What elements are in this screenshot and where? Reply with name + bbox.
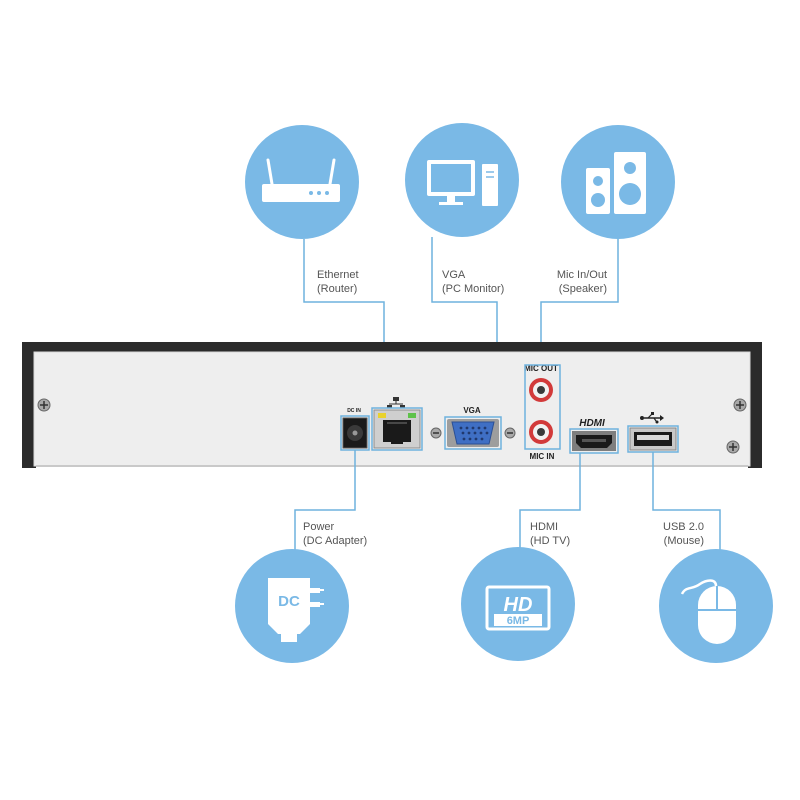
dc-badge-text: DC	[278, 593, 300, 610]
hd-tv-icon: HD 6MP	[485, 585, 551, 631]
vga-highlight	[444, 416, 502, 450]
mouse-icon	[680, 579, 736, 644]
usb-callout-label: USB 2.0	[663, 521, 704, 533]
ethernet-bubble	[245, 125, 359, 239]
left-screw	[37, 398, 51, 412]
mic-callout-sublabel: (Speaker)	[559, 283, 607, 295]
ethernet-highlight	[371, 407, 423, 451]
hdmi-highlight	[569, 428, 619, 454]
panel-left-frame	[22, 342, 36, 468]
network-icon	[387, 397, 405, 408]
vga-port-label: VGA	[463, 406, 481, 415]
speaker-icon	[586, 152, 646, 214]
vga-left-screw	[430, 427, 442, 439]
ethernet-port[interactable]	[373, 409, 421, 449]
hdmi-bubble-circle	[461, 547, 575, 661]
power-bubble: DC	[235, 549, 349, 663]
hdmi-port-label: HDMI	[579, 418, 605, 429]
vga-right-screw	[504, 427, 516, 439]
power-callout-sublabel: (DC Adapter)	[303, 535, 367, 547]
usb-symbol-icon	[640, 412, 664, 424]
mic-out-jack[interactable]	[529, 378, 553, 402]
6mp-badge-text: 6MP	[507, 615, 530, 627]
vga-bubble	[405, 123, 519, 237]
hdmi-port[interactable]	[572, 431, 616, 451]
ethernet-bubble-circle	[245, 125, 359, 239]
hdmi-callout-sublabel: (HD TV)	[530, 535, 570, 547]
usb-callout-sublabel: (Mouse)	[664, 535, 704, 547]
vga-port[interactable]	[447, 419, 499, 447]
panel-right-frame	[748, 342, 762, 468]
mic-callout-label: Mic In/Out	[557, 269, 607, 281]
power-callout-label: Power	[303, 521, 335, 533]
hd-badge-text: HD	[504, 594, 533, 616]
pc-monitor-icon	[427, 160, 498, 206]
ethernet-activity-led	[408, 413, 416, 418]
router-icon	[262, 158, 340, 202]
mic-out-label: MIC OUT	[524, 364, 558, 373]
usb-bubble	[659, 549, 773, 663]
ground-screw	[726, 440, 740, 454]
mic-in-label: MIC IN	[530, 452, 555, 461]
ethernet-sublabel: (Router)	[317, 283, 357, 295]
mic-bubble	[561, 125, 675, 239]
mic-highlight	[524, 364, 561, 450]
power-leader-line	[294, 450, 356, 568]
usb-port[interactable]	[629, 427, 677, 451]
ethernet-link-led	[378, 413, 386, 418]
hdmi-callout-label: HDMI	[530, 521, 558, 533]
ethernet-label: Ethernet	[317, 269, 359, 281]
vga-callout-sublabel: (PC Monitor)	[442, 283, 504, 295]
hdmi-bubble: HD 6MP	[461, 547, 575, 661]
mic-leader-line	[540, 239, 619, 365]
right-screw	[733, 398, 747, 412]
dc-adapter-icon: DC	[268, 578, 324, 642]
dc-in-label: DC IN	[347, 408, 361, 414]
dc-in-port[interactable]	[342, 417, 368, 449]
vga-callout-label: VGA	[442, 269, 466, 281]
panel-top-lip	[22, 342, 760, 354]
hdmi-leader-line	[519, 453, 581, 568]
usb-leader-line	[652, 452, 721, 568]
nvr-rear-panel: DC IN VGA	[22, 342, 762, 468]
mic-in-jack[interactable]	[529, 420, 553, 444]
